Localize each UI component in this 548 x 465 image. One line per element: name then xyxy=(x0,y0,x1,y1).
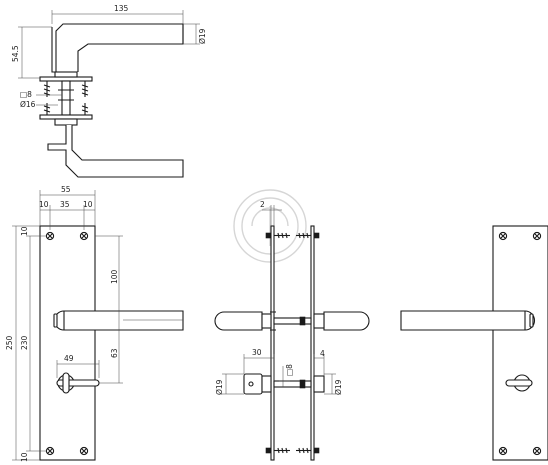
screw-icon xyxy=(265,232,320,454)
spindle xyxy=(61,80,71,116)
dim-screw-spacing: 35 xyxy=(60,200,70,209)
dim-screw-offset-left: 10 xyxy=(39,200,49,209)
watermark-logo xyxy=(233,189,307,263)
door-plate-right xyxy=(310,225,315,461)
dim-rose-diameter-top: Ø19 xyxy=(198,28,207,44)
dim-wc-width: 49 xyxy=(64,354,74,363)
plate-rear-view xyxy=(400,225,548,461)
dim-plate-width: 55 xyxy=(61,185,71,194)
dim-rose-diameter: Ø16 xyxy=(20,100,36,109)
rose-plate-top xyxy=(39,76,93,82)
wc-spindle xyxy=(273,380,312,388)
handle-left xyxy=(214,311,263,331)
dim-handle-to-wc: 63 xyxy=(110,348,119,358)
dim-spindle-square: □8 xyxy=(20,90,32,99)
dim-wc-square: □8 xyxy=(285,364,294,376)
door-plate-left xyxy=(270,225,275,461)
dim-handle-to-top-screw: 100 xyxy=(110,269,119,284)
dim-wc-rose-diameter-right: Ø19 xyxy=(334,379,343,395)
dim-door-gap: 2 xyxy=(260,200,265,209)
dim-screw-offset-right: 10 xyxy=(83,200,93,209)
dim-wc-length: 30 xyxy=(252,348,262,357)
handle-rear xyxy=(400,310,536,331)
dim-handle-height: 54.5 xyxy=(11,45,20,62)
dim-handle-length: 135 xyxy=(114,4,129,13)
dim-top-screw-offset: 10 xyxy=(20,226,29,236)
spindle xyxy=(273,317,312,325)
section-view: 2 30 □8 Ø19 Ø19 4 xyxy=(214,200,370,461)
handle-right xyxy=(323,311,370,331)
wc-rose-right xyxy=(313,375,325,393)
rose-plate-bottom xyxy=(39,114,93,120)
rose-left xyxy=(261,313,272,329)
dim-bottom-screw-offset: 10 xyxy=(20,452,29,462)
wc-rose-left xyxy=(261,375,272,393)
rose-right xyxy=(313,313,325,329)
dim-wc-offset: 4 xyxy=(320,349,325,358)
dim-wc-rose-diameter-left: Ø19 xyxy=(215,379,224,395)
backplate xyxy=(39,225,96,461)
plate-front-view: 55 10 35 10 250 230 10 10 100 63 49 xyxy=(5,185,184,462)
screw-icon xyxy=(498,231,542,456)
wc-slot xyxy=(505,379,533,387)
backplate-rear xyxy=(492,225,548,461)
dim-plate-height: 250 xyxy=(5,335,14,350)
screw-icon xyxy=(43,81,89,97)
dim-screw-vertical-spacing: 230 xyxy=(20,335,29,350)
handle-lever-top xyxy=(51,23,184,73)
handle-side-view: 135 Ø19 54.5 □8 Ø16 xyxy=(11,4,207,178)
keyhole xyxy=(53,313,58,328)
screw-icon xyxy=(45,231,89,456)
handle-lever-bottom xyxy=(47,125,184,178)
